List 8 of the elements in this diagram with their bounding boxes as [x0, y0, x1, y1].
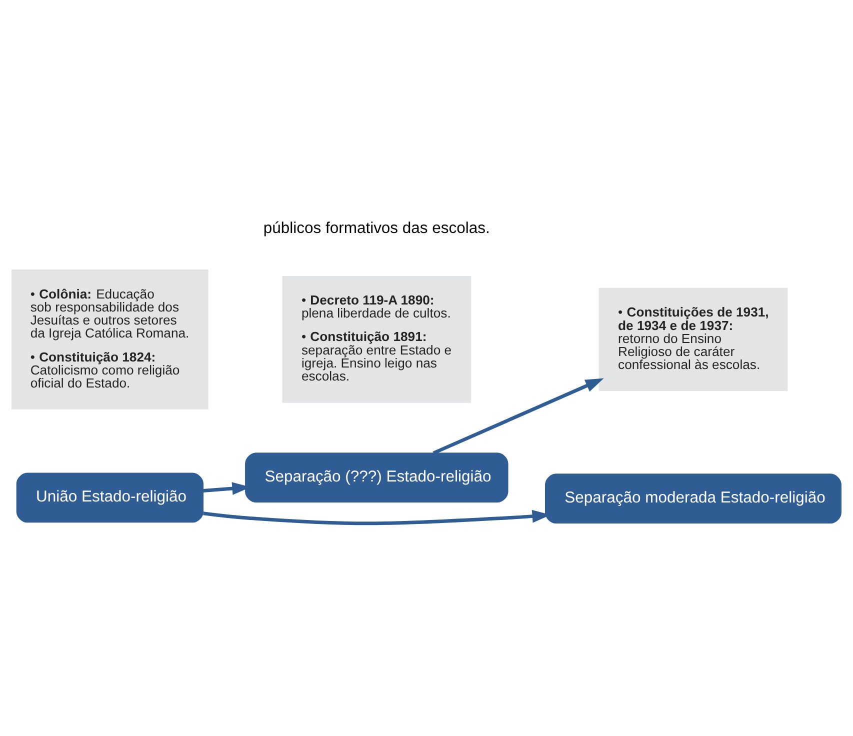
node-box: Separação moderada Estado-religião	[545, 473, 842, 524]
label: públicos formativos das escolas.	[263, 220, 490, 237]
node-box: • Decreto 119-A 1890: plena liberdade de cultos. • Constituição 1891: separação entre Estado e igreja. Ensino leigo nas escolas.	[282, 276, 472, 402]
node-box: • Colônia: Educação sob responsabilidade dos Jesuítas e outros setores da Igreja Católica Romana. • Constituição 1824: Catolicismo como religião oficial do Estado.	[12, 268, 208, 409]
node-box: Separação (???) Estado-religião	[245, 452, 508, 502]
node-box: União Estado-religião	[16, 472, 204, 522]
node-box: • Constituições de 1931, de 1934 e de 1937: retorno do Ensino Religioso de caráter confessional às escolas.	[598, 287, 788, 391]
arrow	[432, 378, 604, 454]
